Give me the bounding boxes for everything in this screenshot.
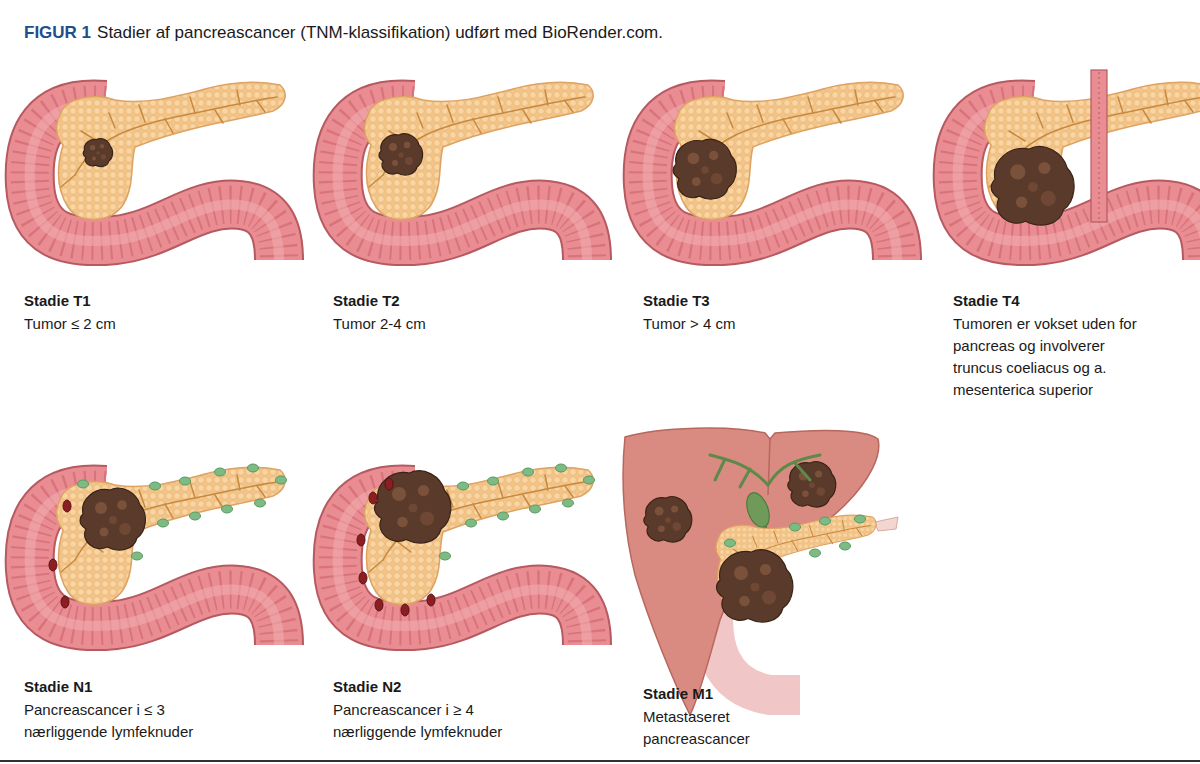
stage-heading: Stadie N2 bbox=[333, 676, 533, 698]
stage-heading: Stadie T2 bbox=[333, 290, 593, 312]
stage-heading: Stadie N1 bbox=[24, 676, 224, 698]
stage-description: Tumoren er vokset uden for pancreas og i… bbox=[953, 313, 1158, 401]
stage-description: Metastaseret pancreascancer bbox=[643, 706, 783, 750]
figure-number: FIGUR 1 bbox=[24, 22, 91, 44]
stage-description: Tumor > 4 cm bbox=[643, 313, 903, 335]
stage-description: Pancreascancer i ≤ 3 nærliggende lymfekn… bbox=[24, 699, 224, 743]
stage-description: Tumor ≤ 2 cm bbox=[24, 313, 284, 335]
stage-description: Pancreascancer i ≥ 4 nærliggende lymfekn… bbox=[333, 699, 533, 743]
stage-heading: Stadie T4 bbox=[953, 290, 1183, 312]
stage-heading: Stadie T3 bbox=[643, 290, 903, 312]
stage-heading: Stadie T1 bbox=[24, 290, 284, 312]
stage-heading: Stadie M1 bbox=[643, 683, 843, 705]
figure-title: Stadier af pancreascancer (TNM-klassifik… bbox=[97, 22, 663, 44]
stage-description: Tumor 2-4 cm bbox=[333, 313, 593, 335]
